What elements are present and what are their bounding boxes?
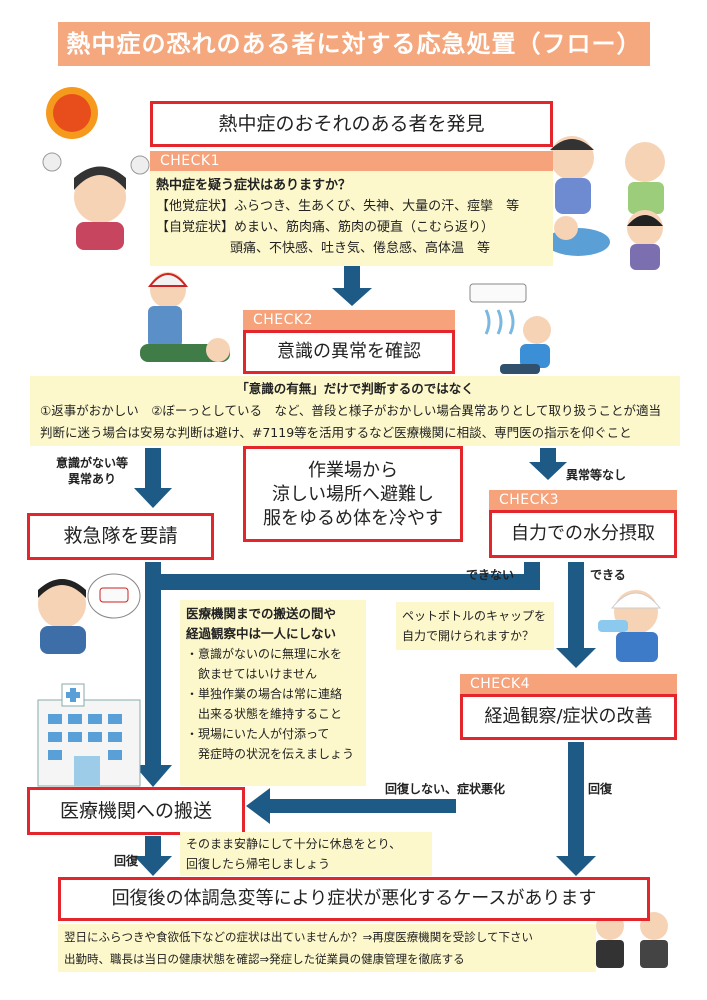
check2-panel: 「意識の有無」だけで判断するのではなく ①返事がおかしい ②ぼーっとしている な… bbox=[30, 376, 680, 446]
label-no-abnormal: 異常等なし bbox=[566, 468, 627, 482]
label-cannot: できない bbox=[466, 568, 515, 582]
check2-box: 意識の異常を確認 bbox=[243, 330, 455, 374]
label-recovery-2: 回復 bbox=[114, 854, 139, 868]
check3-tag: CHECK3 bbox=[489, 490, 677, 510]
discover-box: 熱中症のおそれのある者を発見 bbox=[150, 101, 553, 147]
warning-box: 回復後の体調急変等により症状が悪化するケースがあります bbox=[58, 877, 650, 921]
check4-tag: CHECK4 bbox=[460, 674, 677, 694]
label-can: できる bbox=[590, 568, 626, 582]
check2-line2: 判断に迷う場合は安易な判断は避け、#7119等を活用するなど医療機関に相談、専門… bbox=[40, 425, 632, 440]
arrow-check1-check2 bbox=[332, 266, 372, 306]
check4-box: 経過観察/症状の改善 bbox=[460, 694, 677, 740]
check3-box: 自力での水分摂取 bbox=[489, 510, 677, 558]
rest-note: そのまま安静にして十分に休息をとり、回復したら帰宅しましょう bbox=[180, 832, 432, 876]
check2-tag: CHECK2 bbox=[243, 310, 455, 330]
arrow-to-check4 bbox=[556, 562, 596, 668]
page-title: 熱中症の恐れのある者に対する応急処置（フロー） bbox=[58, 22, 650, 66]
transport-note: 医療機関までの搬送の間や 経過観察中は一人にしない ・意識がないのに無理に水を … bbox=[180, 600, 366, 786]
call-ambulance-box: 救急隊を要請 bbox=[27, 513, 214, 560]
arrow-ambulance-hospital bbox=[134, 562, 172, 787]
arrow-to-ambulance bbox=[134, 448, 172, 508]
check1-line2: 【自覚症状】めまい、筋肉痛、筋肉の硬直（こむら返り） bbox=[156, 220, 495, 235]
label-recovery: 回復 bbox=[588, 782, 613, 796]
hospital-transport-box: 医療機関への搬送 bbox=[27, 787, 245, 835]
check1-question: 熱中症を疑う症状はありますか？ bbox=[156, 178, 352, 193]
check2-line1: ①返事がおかしい ②ぼーっとしている など、普段と様子がおかしい場合異常ありとし… bbox=[40, 403, 662, 418]
arrow-hospital-warning bbox=[134, 836, 172, 876]
check1-panel: 熱中症を疑う症状はありますか？ 【他覚症状】ふらつき、生あくび、失神、大量の汗、… bbox=[150, 171, 553, 266]
arrow-to-check3 bbox=[529, 448, 567, 480]
check3-question: ペットボトルのキャップを自力で開けられますか？ bbox=[396, 602, 554, 650]
footer-note: 翌日にふらつきや食欲低下などの症状は出ていませんか？⇒再度医療機関を受診して下さ… bbox=[58, 924, 596, 972]
check1-line1: 【他覚症状】ふらつき、生あくび、失神、大量の汗、痙攣 等 bbox=[156, 199, 520, 214]
check1-line3: 頭痛、不快感、吐き気、倦怠感、高体温 等 bbox=[230, 241, 491, 256]
arrow-recovery bbox=[556, 742, 596, 876]
label-no-recovery: 回復しない、症状悪化 bbox=[385, 782, 506, 796]
arrow-to-hospital bbox=[246, 788, 456, 824]
label-unconscious: 意識がない等異常あり bbox=[55, 456, 128, 486]
check2-heading: 「意識の有無」だけで判断するのではなく bbox=[236, 381, 474, 396]
check1-tag: CHECK1 bbox=[150, 151, 553, 171]
evacuate-box: 作業場から涼しい場所へ避難し服をゆるめ体を冷やす bbox=[243, 446, 463, 542]
line-cannot bbox=[161, 562, 540, 590]
